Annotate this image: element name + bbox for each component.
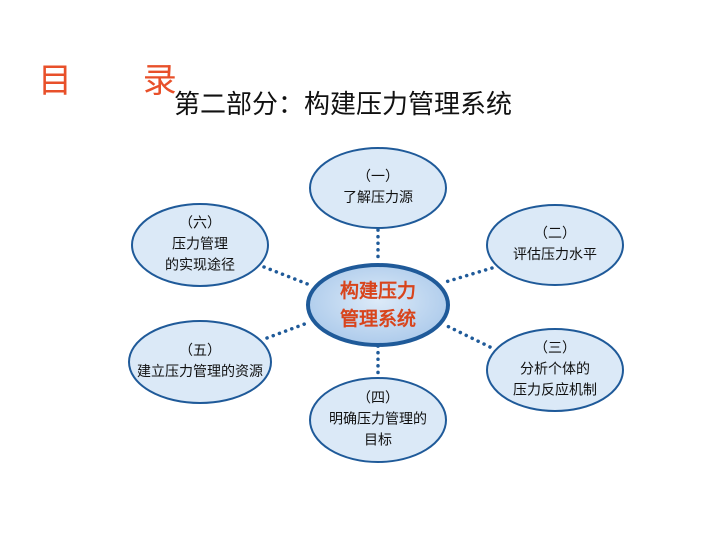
ellipse-bottom-left [128,320,272,404]
node-index: （三） [534,340,576,357]
node-index: （四） [357,390,399,407]
connector-bottom-right [443,323,492,349]
node-top-right: （二） 评估压力水平 [513,224,597,266]
node-text-line: 了解压力源 [343,190,413,206]
contents-heading: 目 录 [38,61,207,101]
node-bottom-right: （三） 分析个体的压力反应机制 [513,339,597,402]
section-subtitle: 第二部分：构建压力管理系统 [174,90,513,120]
node-text-line: 的实现途径 [165,257,235,274]
node-index: （二） [534,226,576,242]
center-label-line-1: 构建压力 [339,280,417,302]
node-text-line: 评估压力水平 [513,247,597,263]
node-index: （六） [179,215,221,232]
ellipse-top [309,147,447,229]
node-bottom: （四） 明确压力管理的目标 [329,389,427,452]
ellipse-top-right [486,204,624,286]
node-index: （五） [179,343,221,359]
node-text-line: 建立压力管理的资源 [137,364,263,380]
connectors [262,228,494,380]
node-text-line: 目标 [364,432,392,449]
connector-top-left [262,265,312,287]
center-node-label: 构建压力 管理系统 [340,277,416,333]
node-text-line: 分析个体的 [520,361,590,378]
node-top-left: （六） 压力管理的实现途径 [165,214,235,277]
ellipses [128,147,624,463]
connector-top-right [440,266,494,285]
ellipse-top-left [131,203,269,287]
node-bottom-left: （五） 建立压力管理的资源 [137,341,263,383]
ellipse-bottom [309,377,447,463]
ellipse-bottom-right [486,328,624,412]
node-text-line: 压力反应机制 [513,382,597,399]
node-index: （一） [357,169,399,185]
node-text-line: 压力管理 [172,236,228,253]
center-label-line-2: 管理系统 [339,308,417,330]
node-top: （一） 了解压力源 [343,167,413,209]
node-text-line: 明确压力管理的 [329,411,427,428]
connector-bottom-left [265,320,312,340]
center-ellipse [306,263,450,347]
